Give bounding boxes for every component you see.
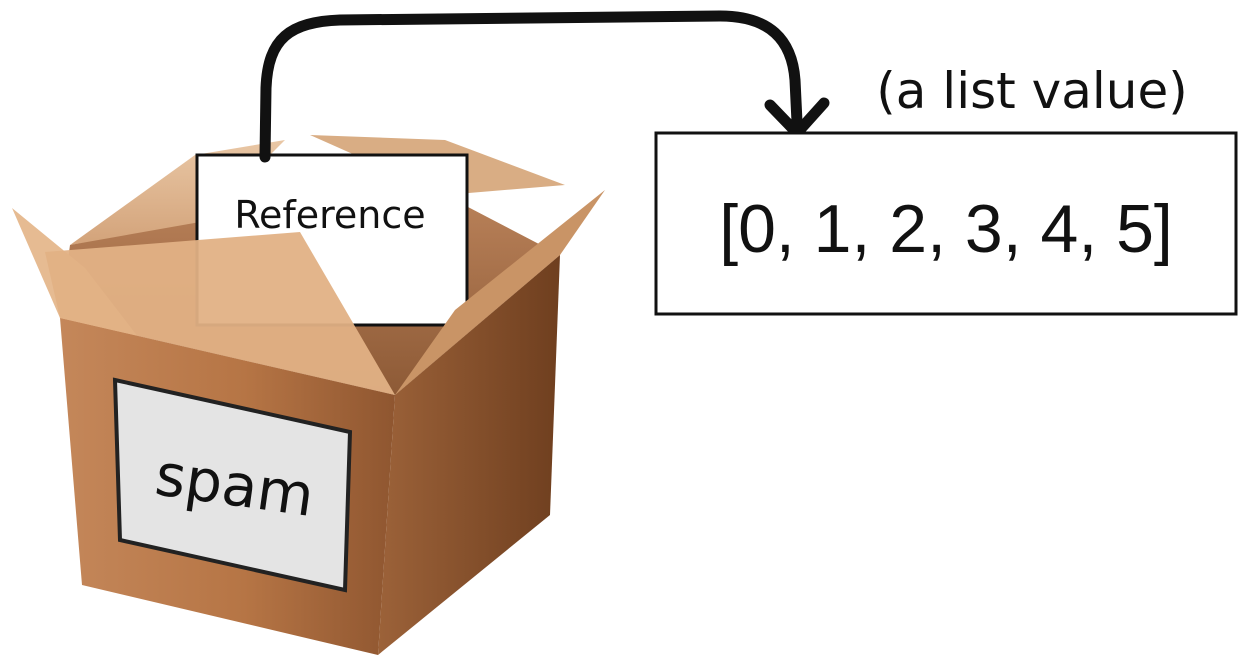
box-side-panel [378,255,560,655]
variable-label: spam [112,377,353,593]
list-value-caption: (a list value) [876,62,1187,120]
reference-card-label: Reference [234,193,425,237]
cardboard-box: Reference spam [12,135,605,655]
box-front-flap [45,232,395,395]
box-right-flap [395,190,605,395]
list-value-text: [0, 1, 2, 3, 4, 5] [719,191,1173,267]
list-value-box: (a list value) [0, 1, 2, 3, 4, 5] [654,62,1238,316]
